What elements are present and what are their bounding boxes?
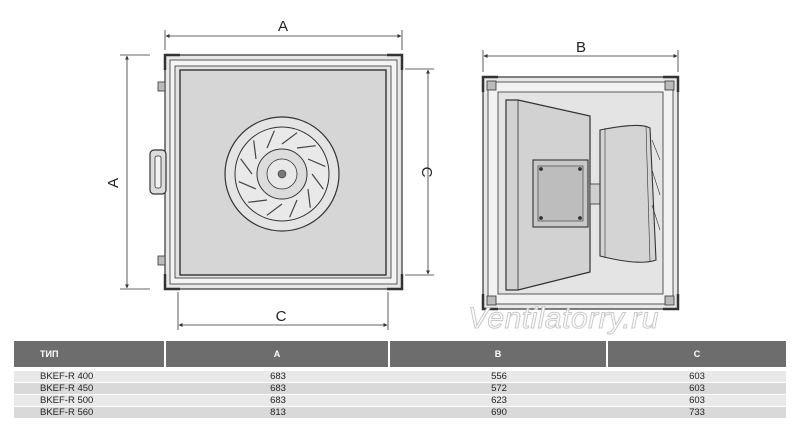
impeller-blade <box>248 199 268 203</box>
fan-wheel <box>599 124 657 263</box>
side-view <box>481 75 680 311</box>
table-row: BKEF-R 450 683 572 603 <box>14 383 786 395</box>
dim-label-a-top: A <box>278 18 288 35</box>
cell-a: 683 <box>166 383 390 395</box>
header-a: A <box>166 341 390 367</box>
cell-type: BKEF-R 560 <box>14 407 166 419</box>
impeller-blade <box>307 188 311 208</box>
spec-table: ТИП A B C BKEF-R 400 683 556 603 BKEF-R … <box>14 341 786 419</box>
impeller-blade <box>240 158 253 175</box>
cell-c: 733 <box>608 407 786 419</box>
dim-label-c-right: C <box>418 167 435 178</box>
cell-c: 603 <box>608 395 786 407</box>
cell-a: 683 <box>166 367 390 383</box>
impeller-blade <box>266 130 275 149</box>
header-b: B <box>390 341 608 367</box>
impeller-blade <box>307 158 326 167</box>
impeller-blade <box>289 199 298 218</box>
cell-a: 813 <box>166 407 390 419</box>
dim-label-a-left: A <box>105 178 122 188</box>
impeller-blade <box>281 132 298 145</box>
cell-a: 683 <box>166 395 390 407</box>
dim-label-c-bottom: C <box>276 308 287 325</box>
impeller-blade <box>311 173 324 190</box>
cell-type: BKEF-R 500 <box>14 395 166 407</box>
cell-c: 603 <box>608 383 786 395</box>
cell-type: BKEF-R 400 <box>14 367 166 383</box>
header-c: C <box>608 341 786 367</box>
table-row: BKEF-R 400 683 556 603 <box>14 367 786 383</box>
dim-label-b: B <box>576 39 586 56</box>
impeller-blades <box>238 130 326 218</box>
table-row: BKEF-R 560 813 690 733 <box>14 407 786 419</box>
impeller-blade <box>238 181 257 190</box>
impeller-blade <box>253 140 257 160</box>
cell-type: BKEF-R 450 <box>14 383 166 395</box>
front-view <box>149 53 404 291</box>
impeller-blade <box>266 203 283 216</box>
watermark: Ventilatorry.ru <box>468 302 659 336</box>
cell-c: 603 <box>608 367 786 383</box>
technical-drawing: A A C C <box>105 18 680 330</box>
table-row: BKEF-R 500 683 623 603 <box>14 395 786 407</box>
table-header-row: ТИП A B C <box>14 341 786 367</box>
header-type: ТИП <box>14 341 166 367</box>
cell-b: 690 <box>390 407 608 419</box>
cell-b: 623 <box>390 395 608 407</box>
cell-b: 572 <box>390 383 608 395</box>
cell-b: 556 <box>390 367 608 383</box>
impeller-blade <box>296 145 316 149</box>
